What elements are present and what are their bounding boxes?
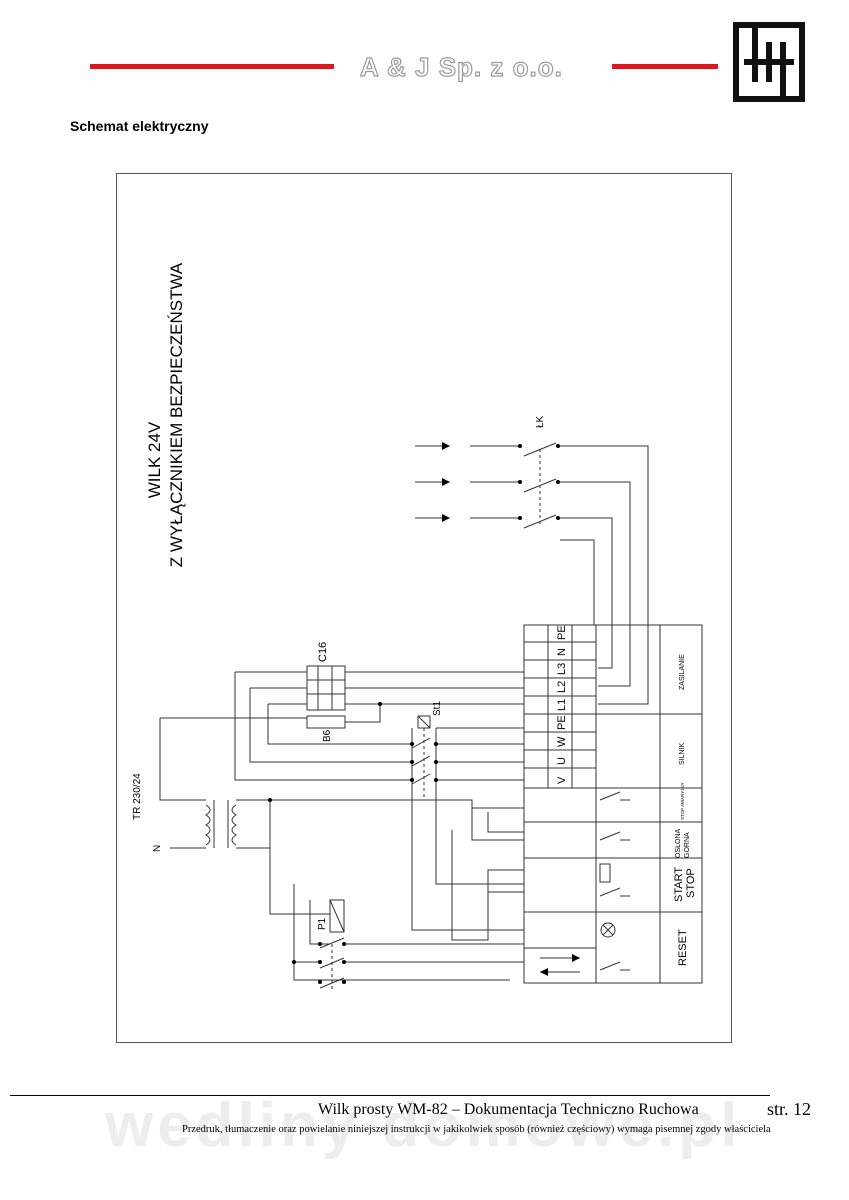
terminal-w: W [556, 736, 568, 747]
terminal-n: N [556, 648, 568, 656]
section-silnik: SILNIK [679, 742, 686, 765]
section-oslona-line1: OSŁONA [675, 828, 682, 858]
watermark: wedliny domowe.pl [105, 1091, 742, 1160]
terminal-pe2: PE [556, 715, 568, 730]
footer-divider [10, 1095, 770, 1096]
header-red-bar-right [612, 64, 718, 69]
section-stop: STOP [685, 868, 697, 898]
terminal-l3: L3 [556, 663, 568, 675]
terminal-u: U [556, 757, 568, 765]
header-red-bar-left [90, 64, 334, 69]
section-zasilanie: ZASILANIE [679, 654, 686, 690]
label-lk: ŁK [535, 415, 546, 428]
footer-page-number: str. 12 [767, 1099, 812, 1119]
section-reset: RESET [677, 929, 689, 966]
terminal-v: V [556, 776, 568, 784]
company-logo-icon [733, 22, 805, 102]
label-c16: C16 [317, 642, 329, 662]
label-b6: B6 [322, 729, 333, 742]
terminal-pe1: PE [556, 625, 568, 640]
diagram-title-line1: WILK 24V [145, 421, 164, 498]
footer-copyright-note: Przedruk, tłumaczenie oraz powielanie ni… [182, 1124, 771, 1135]
section-title: Schemat elektryczny [70, 118, 209, 134]
section-oslona-line2: GÓRNA [682, 832, 691, 858]
terminal-l1: L1 [556, 699, 568, 711]
section-start: START [673, 867, 685, 902]
terminal-l2: L2 [556, 681, 568, 693]
diagram-frame [116, 173, 732, 1043]
company-name: A & J Sp. z o.o. [359, 51, 563, 82]
label-n: N [152, 845, 163, 852]
label-st1: St1 [432, 701, 443, 716]
diagram-title-line2: Z WYŁĄCZNIKIEM BEZPIECZEŃSTWA [167, 262, 186, 567]
footer-title: Wilk prosty WM-82 – Dokumentacja Technic… [318, 1101, 699, 1118]
section-stop-awaryjny: STOP AWARYJNY [680, 782, 685, 820]
label-tr: TR 230/24 [132, 773, 143, 820]
label-p1: P1 [317, 917, 328, 930]
